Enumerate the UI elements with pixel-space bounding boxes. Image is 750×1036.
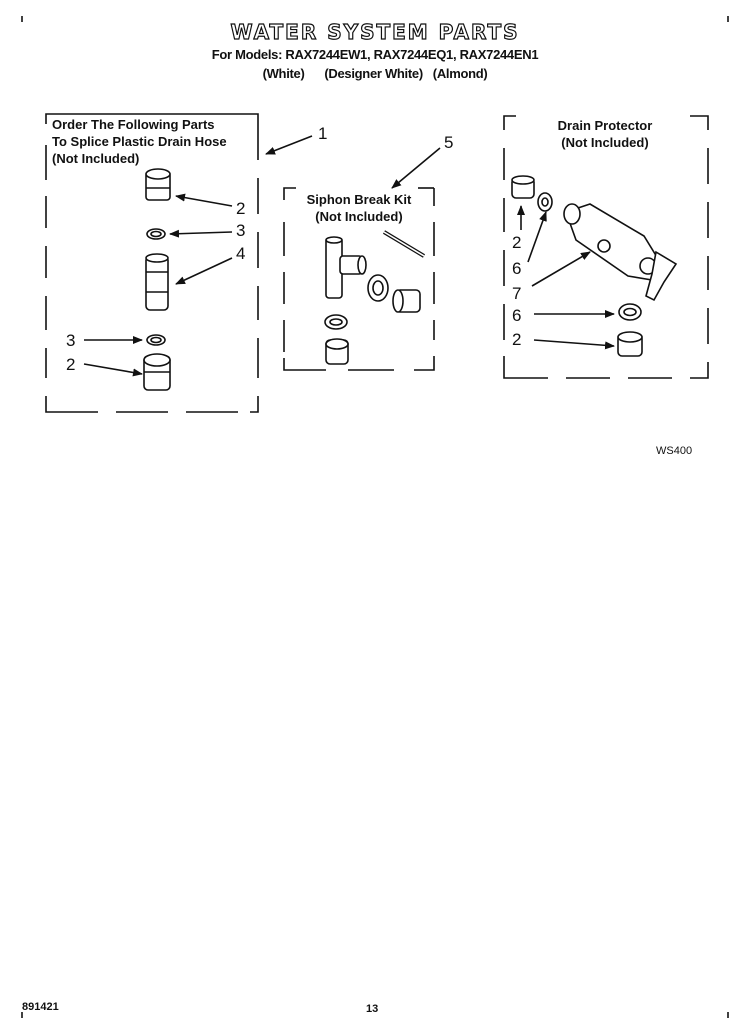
leader-drain-2b	[533, 339, 615, 350]
colors-line: (White) (Designer White) (Almond)	[262, 66, 488, 81]
leader-5	[391, 147, 441, 189]
connector-tube-part	[145, 255, 169, 311]
siphon-box-title: Siphon Break Kit (Not Included)	[288, 191, 430, 225]
siphon-title-line-2: (Not Included)	[315, 209, 403, 224]
callout-5: 5	[444, 133, 454, 152]
callout-drain-2b: 2	[512, 330, 522, 349]
splice-box-border	[45, 113, 259, 413]
callout-splice-2b: 2	[66, 355, 76, 374]
diagram-code: WS400	[656, 445, 693, 457]
callout-splice-3b: 3	[66, 331, 76, 350]
splice-title-line-1: Order The Following Parts	[52, 117, 215, 132]
leader-splice-3a	[169, 229, 233, 238]
callout-drain-2a: 2	[512, 233, 522, 252]
callout-drain-6a: 6	[512, 259, 522, 278]
leader-splice-2b	[83, 363, 143, 377]
callout-splice-2a: 2	[236, 199, 246, 218]
callout-drain-7: 7	[512, 284, 522, 303]
splice-box-title: Order The Following Parts To Splice Plas…	[52, 116, 227, 167]
drain-title-line-2: (Not Included)	[561, 135, 649, 150]
callout-drain-6b: 6	[512, 306, 522, 325]
splice-title-line-3: (Not Included)	[52, 151, 140, 166]
leader-1	[265, 135, 313, 155]
document-number: 891421	[22, 1001, 59, 1013]
splice-title-line-2: To Splice Plastic Drain Hose	[52, 134, 227, 149]
leader-splice-4	[175, 257, 233, 285]
leader-splice-2a	[175, 193, 233, 207]
callout-splice-4: 4	[236, 244, 246, 263]
drain-parts	[511, 175, 678, 357]
siphon-box-border	[283, 187, 435, 371]
drain-box-border	[503, 115, 709, 379]
drain-box-title: Drain Protector (Not Included)	[520, 117, 690, 151]
page-number: 13	[366, 1003, 379, 1015]
leader-drain-7	[531, 251, 591, 287]
models-line: For Models: RAX7244EW1, RAX7244EQ1, RAX7…	[211, 47, 539, 62]
siphon-title-line-1: Siphon Break Kit	[306, 192, 412, 207]
splice-parts	[143, 168, 171, 391]
siphon-parts	[324, 230, 426, 365]
leader-drain-6a	[527, 211, 547, 263]
callout-splice-3a: 3	[236, 221, 246, 240]
drain-title-line-1: Drain Protector	[557, 118, 653, 133]
page-title: WATER SYSTEM PARTS	[230, 19, 520, 44]
callout-1: 1	[318, 124, 328, 143]
